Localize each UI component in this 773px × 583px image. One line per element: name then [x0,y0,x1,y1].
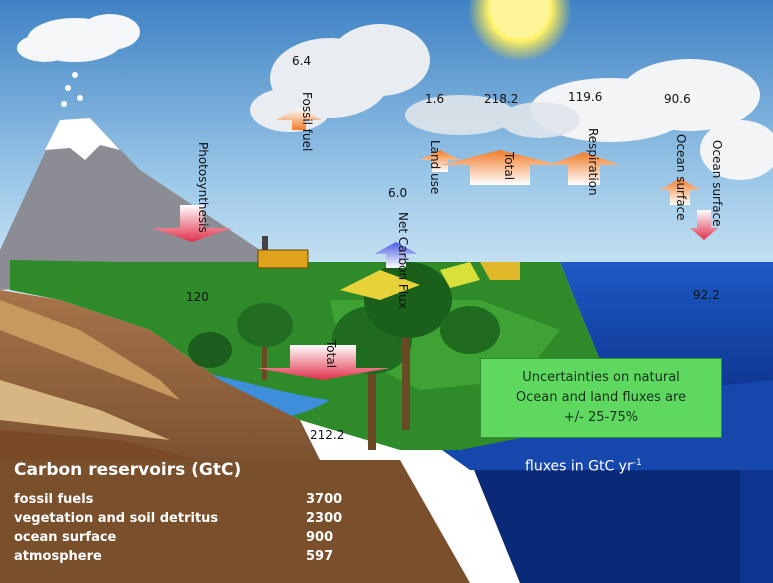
ocean-front [470,460,740,583]
reservoir-value: 3700 [306,492,343,507]
cloud-top-left [17,14,140,62]
cloud-center [250,24,430,132]
reservoir-value: 2300 [306,511,343,526]
value-fossil-fuel: 6.4 [292,54,312,68]
reservoir-name: fossil fuels [14,492,94,507]
arrow-total-up [440,150,560,185]
reservoir-name: ocean surface [14,530,117,545]
reservoir-name: atmosphere [14,549,102,564]
label-photosynthesis: Photosynthesis [196,142,210,233]
mountain [0,118,300,290]
sun-core [490,0,550,38]
soil-front [0,460,470,583]
factory [257,236,309,269]
value-photosynthesis: 120 [186,290,209,304]
reservoirs-title: Carbon reservoirs (GtC) [14,460,242,480]
mountain-snow [45,118,120,160]
flux-units-text: fluxes in GtC yr [525,458,633,475]
label-fossil-fuel: Fossil fuel [300,92,314,152]
fields [340,262,520,300]
value-ocean-down: 92.2 [693,288,720,302]
reservoir-value: 900 [306,530,334,545]
trees [188,262,500,450]
uncertainty-line-3: +/- 25-75% [563,410,639,425]
arrow-photosynthesis [152,205,232,242]
arrow-land-use [420,150,460,172]
uncertainty-line-2: Ocean and land fluxes are [515,390,687,405]
uncertainty-note: Uncertainties on natural Ocean and land … [480,358,722,438]
label-total-down: Total [324,340,338,369]
soil-band-1 [0,300,180,400]
reservoir-row: ocean surface 900 [14,530,374,549]
reservoir-value: 597 [306,549,334,564]
flux-units-exponent: -1 [632,458,642,468]
arrow-respiration [548,152,620,185]
uncertainty-line-1: Uncertainties on natural [522,370,680,385]
arrow-net-flux [374,242,418,268]
label-total-up: Total [502,152,516,181]
label-land-use: Land use [428,140,442,195]
cloud-mid [405,95,580,138]
snowflakes [61,72,83,107]
label-respiration: Respiration [586,128,600,196]
label-ocean-surface-down: Ocean surface [710,140,724,227]
label-net-carbon-flux: Net Carbon Flux [396,212,410,309]
value-land-use: 1.6 [425,92,445,106]
value-respiration: 119.6 [568,90,603,104]
value-net-flux: 6.0 [388,186,408,200]
label-ocean-surface-up: Ocean surface [674,134,688,221]
soil-band-2 [0,380,170,440]
reservoir-name: vegetation and soil detritus [14,511,219,526]
value-total-down: 212.2 [310,428,345,442]
value-ocean-up: 90.6 [664,92,691,106]
arrow-total-down [256,345,390,380]
reservoir-row: atmosphere 597 [14,549,374,568]
reservoir-row: fossil fuels 3700 [14,492,374,511]
reservoir-row: vegetation and soil detritus 2300 [14,511,374,530]
value-total-up: 218.2 [484,92,519,106]
flux-units: fluxes in GtC yr-1 [525,458,642,475]
arrow-ocean-down [690,210,718,240]
carbon-reservoirs-table: Carbon reservoirs (GtC) fossil fuels 370… [14,460,374,568]
arrow-ocean-up [660,178,700,205]
arrow-fossil-fuel [276,108,322,130]
